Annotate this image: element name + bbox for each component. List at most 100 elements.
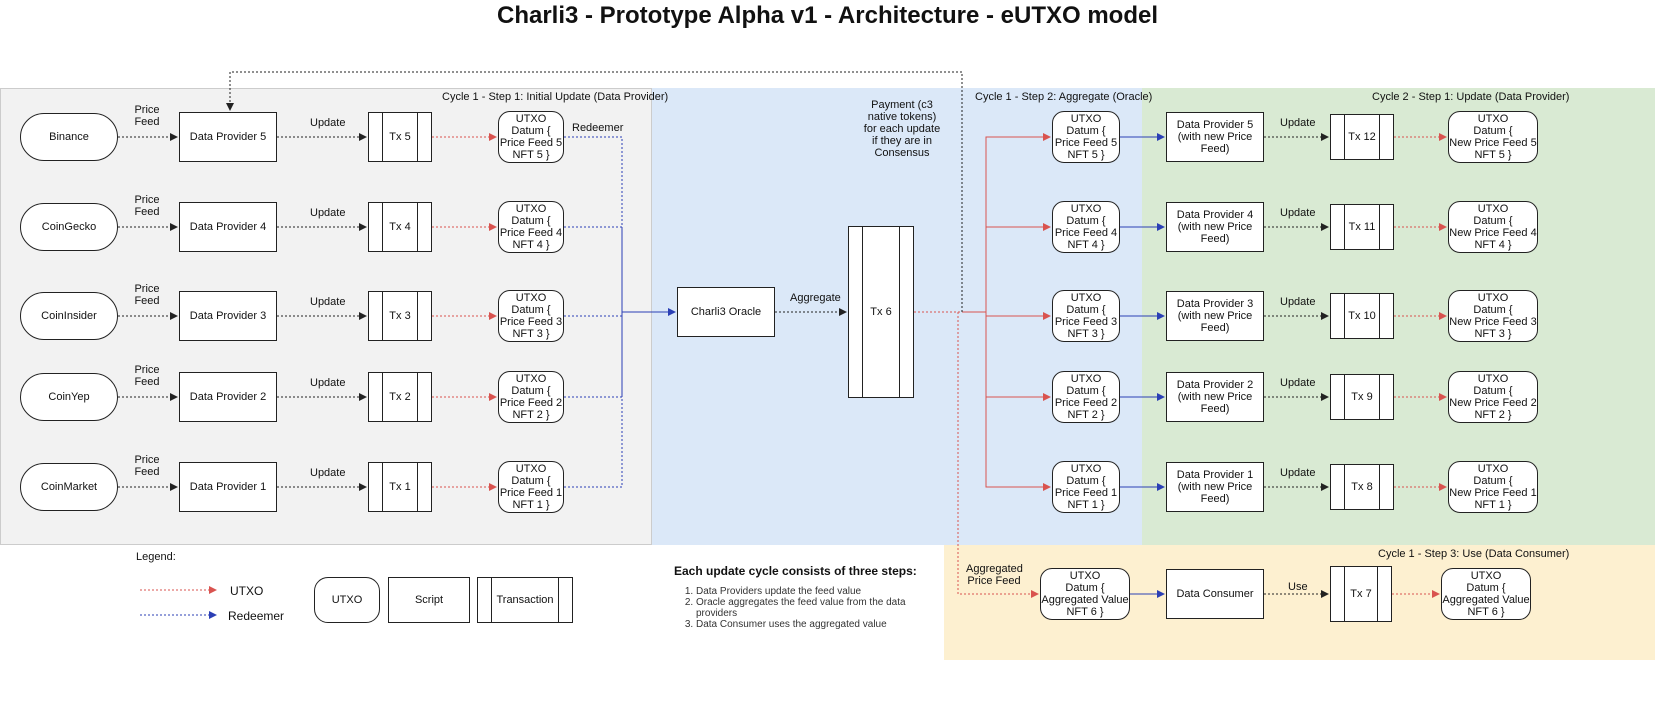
- tx-new-5[interactable]: Tx 12: [1330, 114, 1394, 160]
- utxo-line: Datum {: [511, 385, 551, 397]
- utxo-line: Datum {: [1066, 475, 1106, 487]
- notes-list: Data Providers update the feed value Ora…: [680, 586, 946, 630]
- source-coinmarket[interactable]: CoinMarket: [20, 463, 118, 511]
- utxo-line: Price Feed 1: [1054, 487, 1118, 499]
- tx-new-3[interactable]: Tx 10: [1330, 293, 1394, 339]
- tx7-transaction[interactable]: Tx 7: [1330, 566, 1392, 622]
- utxo-line: Datum {: [1473, 215, 1513, 227]
- utxo-line: NFT 1 }: [1474, 499, 1512, 511]
- aggregate-label: Aggregate: [790, 292, 841, 304]
- utxo-line: UTXO: [1069, 570, 1101, 582]
- utxo-line: Aggregated Value: [1442, 594, 1530, 606]
- utxo-line: New Price Feed 2: [1449, 397, 1537, 409]
- utxo-line: Price Feed 3: [1054, 316, 1118, 328]
- update-label: Update: [310, 296, 346, 308]
- data-provider-new-1[interactable]: Data Provider 1 (with new Price Feed): [1166, 462, 1264, 512]
- charli3-oracle[interactable]: Charli3 Oracle: [677, 287, 775, 337]
- update-label: Update: [1280, 296, 1316, 308]
- data-provider-new-2[interactable]: Data Provider 2 (with new Price Feed): [1166, 372, 1264, 422]
- update-label: Update: [310, 467, 346, 479]
- region-label-step1: Cycle 1 - Step 1: Initial Update (Data P…: [442, 91, 669, 103]
- utxo-line: UTXO: [1070, 373, 1102, 385]
- notes-heading: Each update cycle consists of three step…: [674, 564, 917, 578]
- utxo-line: UTXO: [515, 373, 547, 385]
- tx-2[interactable]: Tx 2: [368, 372, 432, 422]
- tx-new-1[interactable]: Tx 8: [1330, 464, 1394, 510]
- utxo-line: Price Feed 2: [1054, 397, 1118, 409]
- utxo-line: Price Feed 4: [499, 227, 563, 239]
- source-binance[interactable]: Binance: [20, 113, 118, 161]
- utxo-line: UTXO: [1477, 113, 1509, 125]
- update-label: Update: [1280, 467, 1316, 479]
- redeemer-edge: [564, 226, 623, 312]
- tx-new-4[interactable]: Tx 11: [1330, 204, 1394, 250]
- utxo-line: Price Feed 4: [1054, 227, 1118, 239]
- utxo-line: Datum {: [1473, 125, 1513, 137]
- tx-1[interactable]: Tx 1: [368, 462, 432, 512]
- utxo-line: NFT 6 }: [1467, 606, 1505, 618]
- tx-3[interactable]: Tx 3: [368, 291, 432, 341]
- use-label: Use: [1288, 581, 1308, 593]
- utxo-line: NFT 3 }: [1067, 328, 1105, 340]
- region-label-cycle2: Cycle 2 - Step 1: Update (Data Provider): [1372, 91, 1570, 103]
- utxo-edge: [962, 223, 1051, 313]
- source-coingecko[interactable]: CoinGecko: [20, 203, 118, 251]
- tx-4[interactable]: Tx 4: [368, 202, 432, 252]
- price-feed-label: Price Feed: [134, 283, 160, 307]
- data-provider-new-3[interactable]: Data Provider 3 (with new Price Feed): [1166, 291, 1264, 341]
- utxo-line: NFT 4 }: [512, 239, 550, 251]
- data-provider-1[interactable]: Data Provider 1: [179, 462, 277, 512]
- utxo-edge: [957, 312, 1039, 598]
- data-provider-new-4[interactable]: Data Provider 4 (with new Price Feed): [1166, 202, 1264, 252]
- data-provider-5[interactable]: Data Provider 5: [179, 112, 277, 162]
- tx6-transaction[interactable]: Tx 6: [848, 226, 914, 398]
- data-consumer[interactable]: Data Consumer: [1166, 569, 1264, 619]
- legend-title: Legend:: [136, 551, 176, 563]
- source-coinyep[interactable]: CoinYep: [20, 373, 118, 421]
- legend-utxo-shape: UTXO: [314, 577, 380, 623]
- utxo-line: NFT 6 }: [1066, 606, 1104, 618]
- data-provider-new-5[interactable]: Data Provider 5 (with new Price Feed): [1166, 112, 1264, 162]
- utxo-line: NFT 1 }: [512, 499, 550, 511]
- region-label-step3: Cycle 1 - Step 3: Use (Data Consumer): [1378, 548, 1570, 560]
- utxo-line: Datum {: [1066, 304, 1106, 316]
- utxo-line: UTXO: [1477, 463, 1509, 475]
- data-provider-3[interactable]: Data Provider 3: [179, 291, 277, 341]
- data-provider-4[interactable]: Data Provider 4: [179, 202, 277, 252]
- redeemer-edge: [564, 312, 623, 317]
- utxo-line: NFT 4 }: [1474, 239, 1512, 251]
- utxo-line: UTXO: [1070, 292, 1102, 304]
- utxo-line: NFT 2 }: [512, 409, 550, 421]
- utxo-edge: [962, 311, 1051, 491]
- utxo-line: Datum {: [511, 125, 551, 137]
- utxo-line: UTXO: [1070, 463, 1102, 475]
- source-coininsider[interactable]: CoinInsider: [20, 292, 118, 340]
- data-provider-2[interactable]: Data Provider 2: [179, 372, 277, 422]
- notes-item: Data Providers update the feed value: [696, 586, 946, 597]
- utxo-line: UTXO: [515, 203, 547, 215]
- tx-new-2[interactable]: Tx 9: [1330, 374, 1394, 420]
- utxo-line: UTXO: [1070, 203, 1102, 215]
- utxo-line: New Price Feed 3: [1449, 316, 1537, 328]
- utxo-line: UTXO: [515, 463, 547, 475]
- utxo-line: Datum {: [1065, 582, 1105, 594]
- tx-5[interactable]: Tx 5: [368, 112, 432, 162]
- payment-label: Payment (c3 native tokens) for each upda…: [863, 99, 941, 159]
